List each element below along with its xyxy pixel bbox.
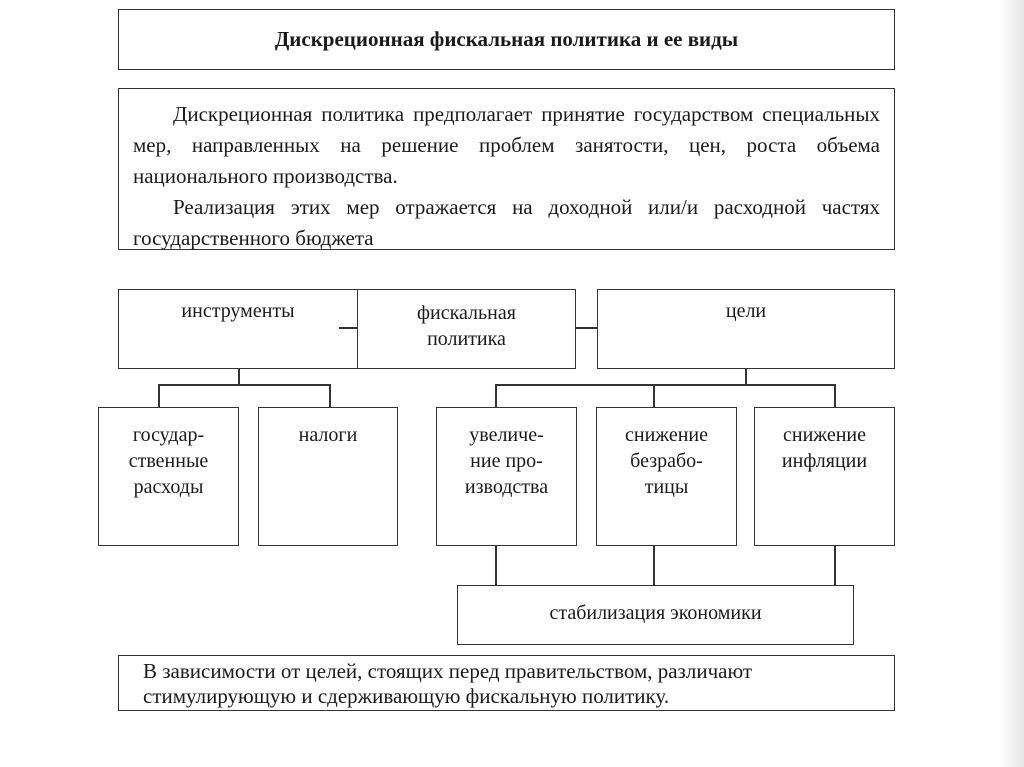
conclusion-box: В зависимости от целей, стоящих перед пр… (118, 655, 895, 711)
government-expenses-label: государ-ственные расходы (128, 424, 209, 498)
diagram-title: Дискреционная фискальная политика и ее в… (274, 27, 739, 51)
connector-fiscal-goals (576, 327, 597, 329)
unemployment-reduction-node: снижение безрабо-тицы (596, 407, 737, 546)
conclusion-text: В зависимости от целей, стоящих перед пр… (143, 659, 753, 708)
connector-instruments-bar (158, 384, 330, 386)
goals-label: цели (725, 300, 767, 322)
taxes-label: налоги (298, 424, 358, 446)
connector-to-expenses (158, 384, 160, 407)
connector-to-inflation (834, 384, 836, 407)
description-paragraph-1: Дискреционная политика предполагает прин… (133, 102, 880, 188)
page-edge-shadow (998, 0, 1024, 767)
fiscal-policy-node: фискальная политика (357, 289, 576, 369)
unemployment-reduction-label: снижение безрабо-тицы (625, 424, 708, 498)
connector-instruments-fiscal (339, 327, 358, 329)
connector-inflation-stabilization (834, 546, 836, 585)
instruments-node: инструменты (118, 289, 358, 369)
inflation-reduction-label: снижение инфляции (781, 424, 868, 472)
connector-to-taxes (329, 384, 331, 407)
production-increase-node: увеличе-ние про-изводства (436, 407, 577, 546)
connector-production-stabilization (495, 546, 497, 585)
description-paragraph-2: Реализация этих мер отражается на доходн… (133, 195, 880, 250)
connector-goals-bar (495, 384, 835, 386)
title-box: Дискреционная фискальная политика и ее в… (118, 9, 895, 70)
connector-instruments-down (238, 369, 240, 385)
inflation-reduction-node: снижение инфляции (754, 407, 895, 546)
taxes-node: налоги (258, 407, 398, 546)
connector-to-production (495, 384, 497, 407)
government-expenses-node: государ-ственные расходы (98, 407, 239, 546)
fiscal-policy-label: фискальная политика (417, 302, 516, 350)
connector-to-unemployment (653, 384, 655, 407)
description-box: Дискреционная политика предполагает прин… (118, 88, 895, 250)
production-increase-label: увеличе-ние про-изводства (464, 424, 549, 498)
stabilization-node: стабилизация экономики (457, 585, 854, 645)
connector-goals-down (745, 369, 747, 385)
instruments-label: инструменты (181, 300, 295, 322)
goals-node: цели (597, 289, 895, 369)
stabilization-label: стабилизация экономики (549, 602, 762, 624)
connector-unemployment-stabilization (653, 546, 655, 585)
